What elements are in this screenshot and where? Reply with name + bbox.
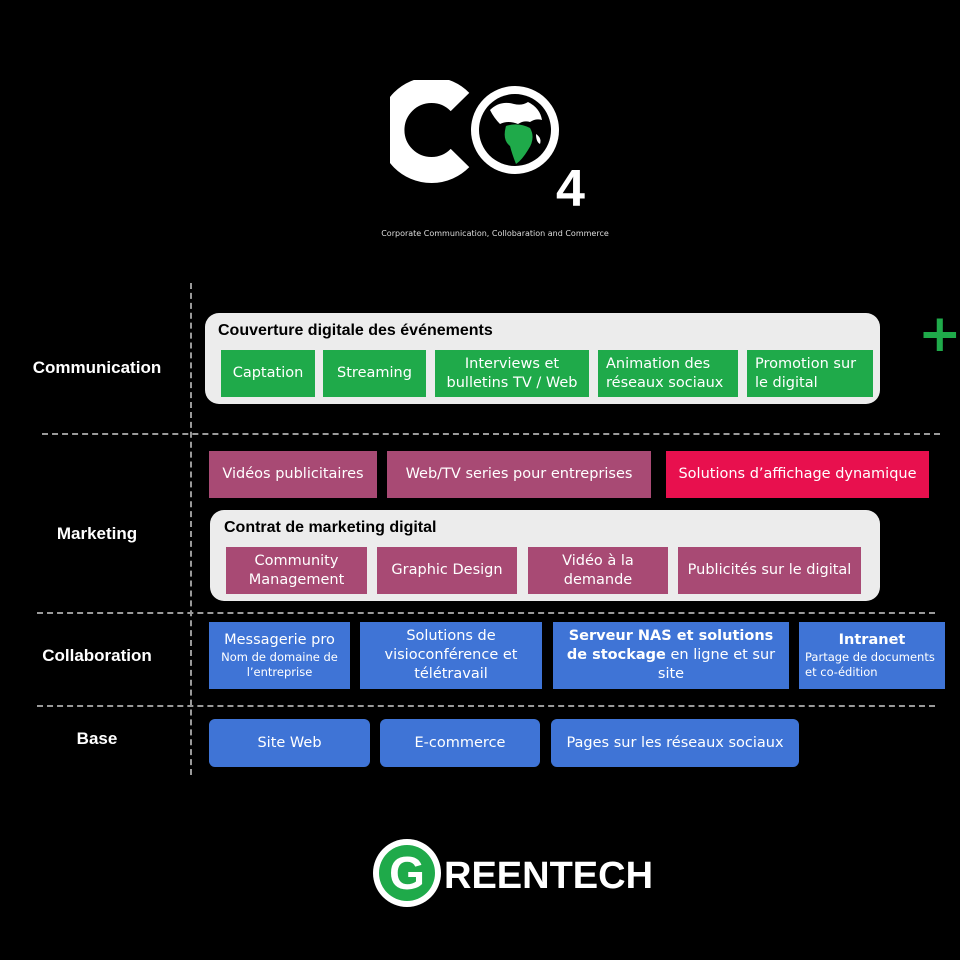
nas-box: Serveur NAS et solutions de stockage en …: [553, 622, 789, 689]
divider-2: [37, 612, 935, 614]
svg-text:4: 4: [556, 160, 585, 210]
greentech-g-icon: G REENTECH: [373, 839, 653, 907]
site-web-box: Site Web: [209, 719, 370, 767]
greentech-logo: G REENTECH: [372, 838, 662, 908]
messagerie-title: Messagerie pro: [224, 632, 335, 649]
plus-icon: +: [918, 304, 960, 364]
messagerie-box: Messagerie pro Nom de domaine de l’entre…: [209, 622, 350, 689]
ecommerce-box: E-commerce: [380, 719, 540, 767]
row-label-communication: Communication: [32, 358, 162, 377]
videos-publicitaires-box: Vidéos publicitaires: [209, 451, 377, 498]
affichage-dynamique-box: Solutions d’affichage dynamique: [666, 451, 929, 498]
nas-text-bold: Serveur NAS et solutions de stockage: [566, 628, 774, 664]
captation-box: Captation: [221, 350, 315, 397]
co4-logo: 4: [378, 77, 600, 218]
svg-text:G: G: [389, 847, 425, 899]
svg-text:REENTECH: REENTECH: [444, 855, 653, 897]
row-label-collaboration: Collaboration: [42, 646, 152, 665]
interviews-box: Interviews et bulletins TV / Web: [435, 350, 589, 397]
intranet-subtitle: Partage de documents et co-édition: [805, 649, 935, 679]
animation-box: Animation des réseaux sociaux: [598, 350, 738, 397]
intranet-box: Intranet Partage de documents et co-édit…: [799, 622, 945, 689]
visio-box: Solutions de visioconférence et télétrav…: [360, 622, 542, 689]
nas-text: Serveur NAS et solutions de stockage en …: [563, 627, 779, 684]
publicites-digital-box: Publicités sur le digital: [678, 547, 861, 594]
nas-text-rest: en ligne et sur site: [657, 647, 776, 682]
communication-panel-title: Couverture digitale des événements: [218, 322, 493, 339]
marketing-panel-title: Contrat de marketing digital: [224, 519, 437, 536]
messagerie-subtitle: Nom de domaine de l’entreprise: [221, 649, 338, 679]
divider-3: [37, 705, 935, 707]
streaming-box: Streaming: [323, 350, 426, 397]
globe-africa-icon: [471, 86, 559, 174]
web-tv-series-box: Web/TV series pour entreprises: [387, 451, 651, 498]
video-demande-box: Vidéo à la demande: [528, 547, 668, 594]
divider-1: [42, 433, 940, 435]
row-label-marketing: Marketing: [56, 524, 138, 543]
reseaux-sociaux-box: Pages sur les réseaux sociaux: [551, 719, 799, 767]
community-management-box: Community Management: [226, 547, 367, 594]
graphic-design-box: Graphic Design: [377, 547, 517, 594]
promotion-box: Promotion sur le digital: [747, 350, 873, 397]
tagline: Corporate Communication, Collobaration a…: [381, 229, 609, 238]
vertical-divider: [190, 283, 192, 775]
intranet-title: Intranet: [838, 632, 906, 649]
row-label-base: Base: [76, 729, 118, 748]
